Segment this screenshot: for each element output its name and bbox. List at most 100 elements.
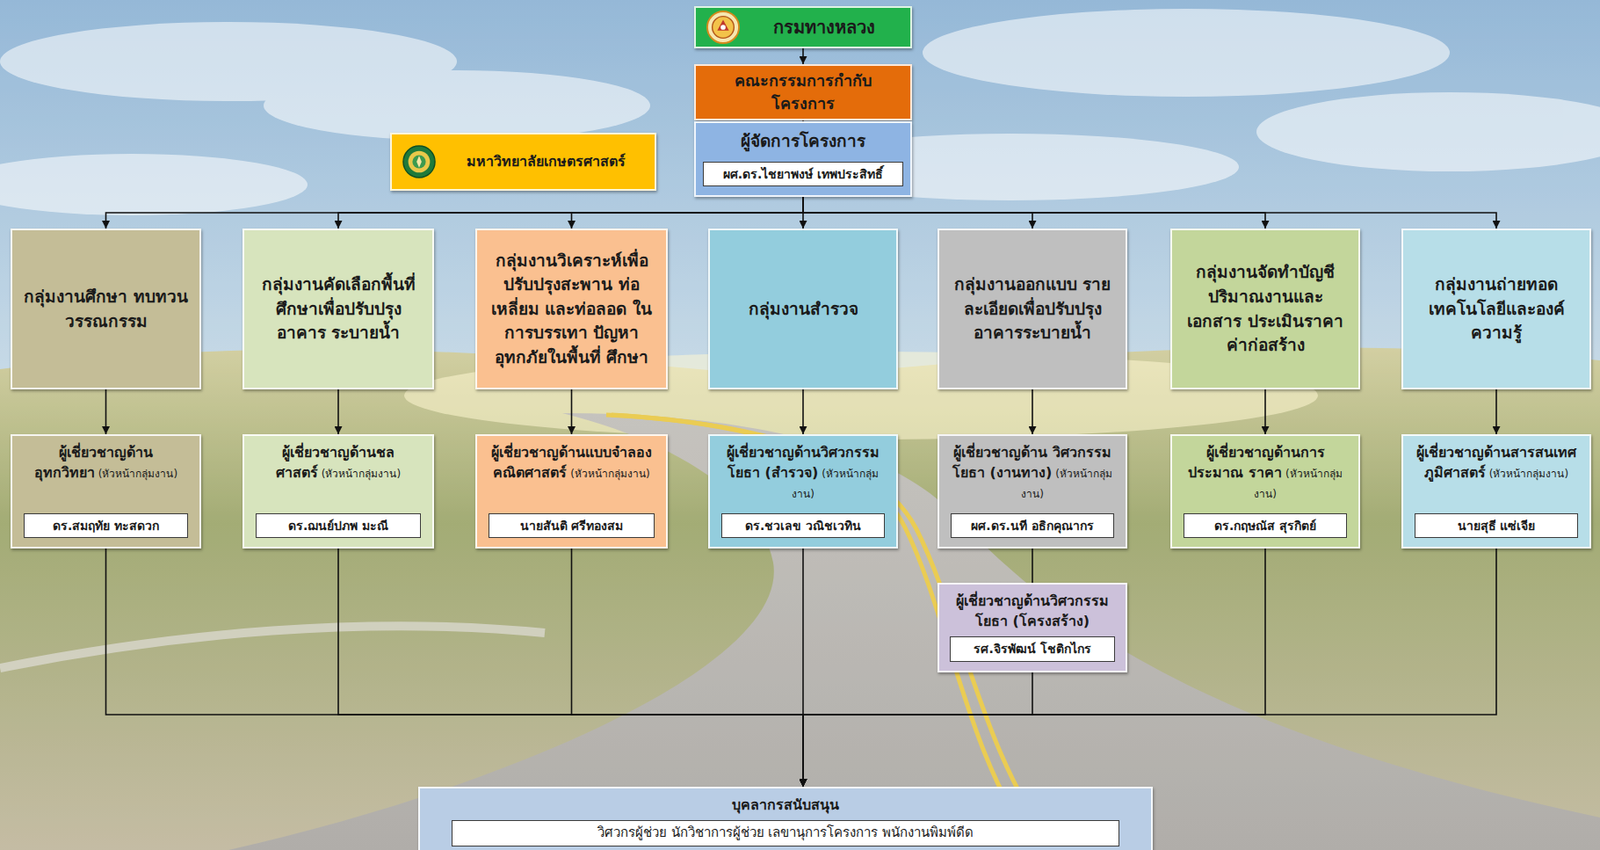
expert-box: ผู้เชี่ยวชาญด้านอุทกวิทยา(หัวหน้ากลุ่มงา… [10,434,202,549]
work-group-box: กลุ่มงานออกแบบ รายละเอียดเพื่อปรับปรุง อ… [937,228,1128,390]
work-group-box: กลุ่มงานวิเคราะห์เพื่อ ปรับปรุงสะพาน ท่อ… [475,228,668,390]
work-group-box: กลุ่มงานจัดทำบัญชี ปริมาณงานและเอกสาร ปร… [1170,228,1361,390]
connector [105,389,108,435]
emblem-dot [720,24,726,30]
connector [803,548,1266,787]
connector [1031,389,1034,435]
connector [571,196,804,229]
node-label: รศ.จิรพัฒน์ โชติกไกร [957,639,1108,658]
expert-box: ผู้เชี่ยวชาญด้านสารสนเทศ ภูมิศาสตร์(หัวห… [1401,434,1592,549]
text-group: ผศ.ดร.นที อธิกคุณากร [958,516,1107,535]
text-group: กรมทางหลวง [773,14,876,41]
text-group: ผู้เชี่ยวชาญด้าน วิศวกรรมโยธา (งานทาง)(ห… [948,441,1117,508]
node-label: กลุ่มงานศึกษา ทบทวน วรรณกรรม [22,284,189,334]
connector [338,196,804,229]
node-label: กรมทางหลวง [773,14,876,41]
person-name-box: ดร.ฌนย์ปภพ มะณี [255,513,421,538]
connector [571,389,573,435]
node-label: นายสันติ ศรีทองสม [496,516,647,535]
connector [106,548,804,787]
expert-box: ผู้เชี่ยวชาญด้านวิศวกรรมโยธา (โครงสร้าง)… [937,582,1128,673]
person-name-box: นายสุธี แซ่เจีย [1414,513,1579,538]
text-group: ผู้เชี่ยวชาญด้านอุทกวิทยา(หัวหน้ากลุ่มงา… [21,441,191,508]
node-label: บุคลากรสนับสนุน [731,796,840,813]
node-label: มหาวิทยาลัยเกษตรศาสตร์ [466,151,626,172]
text-group: กลุ่มงานคัดเลือกพื้นที่ ศึกษาเพื่อปรับปร… [254,272,422,346]
text-group: กลุ่มงานถ่ายทอด เทคโนโลยีและองค์ความรู้ [1413,272,1579,346]
node-label: ดร.ฌนย์ปภพ มะณี [263,516,413,535]
node-label: กลุ่มงานออกแบบ รายละเอียดเพื่อปรับปรุง อ… [949,272,1115,346]
connector [106,196,804,229]
role-note: (หัวหน้ากลุ่มงาน) [570,467,650,480]
work-group-box: กลุ่มงานถ่ายทอด เทคโนโลยีและองค์ความรู้ [1401,228,1592,390]
emblem-logo [706,10,740,44]
text-group: ดร.ฌนย์ปภพ มะณี [263,516,413,535]
text-group: มหาวิทยาลัยเกษตรศาสตร์ [466,151,626,172]
connector [802,389,804,435]
role-note: (หัวหน้ากลุ่มงาน) [321,467,401,480]
person-name-box: ผศ.ดร.นที อธิกคุณากร [950,513,1115,538]
connector [338,548,804,787]
text-group: รศ.จิรพัฒน์ โชติกไกร [957,639,1108,658]
connector [803,196,1497,229]
emblem-mark [716,19,729,30]
person-name-box: นายสันติ ศรีทองสม [488,513,655,538]
text-group: กลุ่มงานออกแบบ รายละเอียดเพื่อปรับปรุง อ… [949,272,1115,346]
expert-box: ผู้เชี่ยวชาญด้านวิศวกรรมโยธา (สำรวจ)(หัว… [708,434,898,549]
text-group: ผู้เชี่ยวชาญด้านวิศวกรรมโยธา (โครงสร้าง) [948,590,1117,631]
text-group: ดร.กฤษณัส สุรกิตย์ [1191,516,1340,535]
expert-box: ผู้เชี่ยวชาญด้าน วิศวกรรมโยธา (งานทาง)(ห… [937,434,1128,549]
node-label: กลุ่มงานถ่ายทอด เทคโนโลยีและองค์ความรู้ [1413,272,1579,346]
text-group: กลุ่มงานจัดทำบัญชี ปริมาณงานและเอกสาร ปร… [1182,260,1348,357]
text-group: ผู้เชี่ยวชาญด้านการประมาณ ราคา(หัวหน้ากล… [1180,441,1350,508]
text-group: คณะกรรมการกำกับโครงการ [704,69,902,116]
node-label: วิศวกรผู้ช่วย นักวิชาการผู้ช่วย เลขานุกา… [459,823,1112,843]
text-group: กลุ่มงานสำรวจ [748,296,859,322]
university-logo [402,144,436,179]
text-group: ดร.สมฤทัย ทะสดวก [31,516,181,535]
partner-box: มหาวิทยาลัยเกษตรศาสตร์ [390,132,657,191]
text-group: นายสันติ ศรีทองสม [496,516,647,535]
person-name-box: ผศ.ดร.ไชยาพงษ์ เทพประสิทธิ์ [702,161,904,187]
logo-center [412,154,426,168]
text-group: นายสุธี แซ่เจีย [1422,516,1571,535]
person-name-box: รศ.จิรพัฒน์ โชติกไกร [949,636,1115,661]
text-group: ผู้เชี่ยวชาญด้านสารสนเทศ ภูมิศาสตร์(หัวห… [1411,441,1581,508]
person-name-box: ดร.ชวเลข วณิชเวทิน [721,513,885,538]
text-group: ผู้เชี่ยวชาญด้านชลศาสตร์(หัวหน้ากลุ่มงาน… [253,441,424,508]
node-label: คณะกรรมการกำกับโครงการ [704,69,902,116]
work-group-box: กลุ่มงานคัดเลือกพื้นที่ ศึกษาเพื่อปรับปร… [242,228,435,390]
committee-box: คณะกรรมการกำกับโครงการ [694,64,913,121]
node-label: ดร.กฤษณัส สุรกิตย์ [1191,516,1340,535]
staff-list-box: วิศวกรผู้ช่วย นักวิชาการผู้ช่วย เลขานุกา… [451,819,1120,847]
text-group: ผู้เชี่ยวชาญด้านวิศวกรรมโยธา (สำรวจ)(หัว… [718,441,888,508]
expert-box: ผู้เชี่ยวชาญด้านชลศาสตร์(หัวหน้ากลุ่มงาน… [242,434,435,549]
support-staff-box: บุคลากรสนับสนุนวิศวกรผู้ช่วย นักวิชาการผ… [418,786,1153,850]
connector [571,548,804,787]
emblem-core [712,16,735,39]
manager-box: ผู้จัดการโครงการผศ.ดร.ไชยาพงษ์ เทพประสิท… [694,121,913,197]
connector [1264,389,1267,435]
node-label: กลุ่มงานคัดเลือกพื้นที่ ศึกษาเพื่อปรับปร… [254,272,422,346]
logo-core [408,151,431,174]
connector [337,389,340,435]
role-note: (หัวหน้ากลุ่มงาน) [98,467,178,480]
node-label: ดร.สมฤทัย ทะสดวก [31,516,181,535]
text-group: กลุ่มงานวิเคราะห์เพื่อ ปรับปรุงสะพาน ท่อ… [487,248,656,370]
text-group: ผศ.ดร.ไชยาพงษ์ เทพประสิทธิ์ [710,165,896,183]
logo-mark [416,155,422,167]
expert-box: ผู้เชี่ยวชาญด้านแบบจำลอง คณิตศาสตร์(หัวห… [475,434,668,549]
connector [803,548,1497,787]
node-label: ผู้จัดการโครงการ [740,130,866,151]
node-label: กลุ่มงานจัดทำบัญชี ปริมาณงานและเอกสาร ปร… [1182,260,1348,357]
node-label: ผู้เชี่ยวชาญด้านวิศวกรรมโยธา (โครงสร้าง) [955,592,1109,630]
agency-box: กรมทางหลวง [694,6,913,49]
text-group: ผู้เชี่ยวชาญด้านแบบจำลอง คณิตศาสตร์(หัวห… [485,441,658,508]
connector [803,672,1033,787]
logo-ring [403,145,435,178]
text-group: วิศวกรผู้ช่วย นักวิชาการผู้ช่วย เลขานุกา… [459,823,1112,843]
role-note: (หัวหน้ากลุ่มงาน) [1489,467,1569,480]
